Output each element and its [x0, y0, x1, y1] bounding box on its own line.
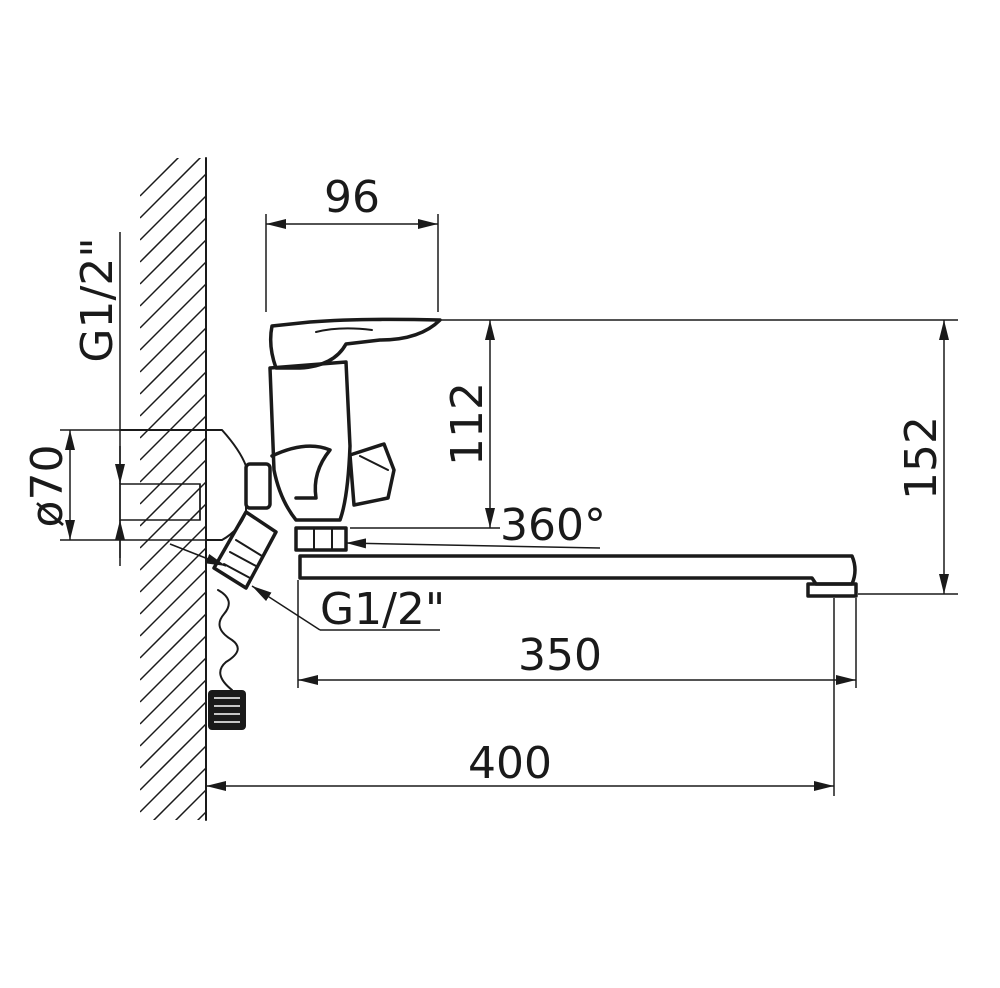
- dim-total-length-label: 400: [468, 738, 552, 789]
- dim-handle-width: 96: [265, 172, 439, 312]
- hatch-line: [140, 481, 206, 549]
- hatch-line: [140, 261, 206, 329]
- dim-total-height-label: 152: [896, 416, 947, 500]
- faucet-body: [244, 317, 442, 552]
- hose: [217, 589, 239, 691]
- hatch-line: [140, 723, 206, 791]
- hatch-line: [140, 547, 206, 615]
- outlet-thread-label: G1/2": [320, 584, 445, 635]
- hatch-line: [140, 437, 206, 505]
- hatch-line: [140, 657, 206, 725]
- dim-flange-diameter: ø70: [22, 429, 206, 541]
- hatch-line: [140, 591, 206, 659]
- hatch-line: [140, 283, 206, 351]
- hatch-line: [140, 569, 206, 637]
- body-contour: [270, 444, 332, 500]
- rotation-callout: 360°: [345, 500, 606, 551]
- hose-end-fitting: [208, 690, 246, 730]
- dim-spout-length-label: 350: [518, 630, 602, 681]
- spout: [298, 554, 858, 598]
- shower-outlet: [208, 510, 278, 730]
- swivel-joint: [294, 526, 348, 552]
- hatch-line: [140, 195, 206, 263]
- hatch-line: [140, 393, 206, 461]
- hatch-line: [140, 745, 206, 813]
- outlet-thread-callout: G1/2": [169, 543, 445, 635]
- hatch-line: [140, 349, 206, 417]
- hatch-line: [174, 789, 206, 820]
- dim-spout-length: 350: [297, 580, 857, 688]
- connector-thread: [223, 539, 263, 579]
- hatch-line: [196, 811, 206, 820]
- hatch-line: [140, 158, 180, 197]
- dim-total-length: 400: [206, 688, 835, 796]
- hatch-line: [140, 158, 202, 219]
- hatch-line: [140, 525, 206, 593]
- hatch-line: [140, 679, 206, 747]
- spout-arm: [298, 554, 857, 586]
- eccentric-pipe: [119, 483, 201, 521]
- hatch-line: [140, 371, 206, 439]
- hatch-line: [140, 305, 206, 373]
- hatch-line: [140, 878, 206, 944]
- diverter-knob: [348, 442, 396, 507]
- hatch-line: [140, 327, 206, 395]
- fitting-knurl: [214, 697, 240, 723]
- hatch-line: [140, 415, 206, 483]
- inlet-thread-label: G1/2": [72, 237, 123, 362]
- dim-handle-width-label: 96: [324, 172, 380, 223]
- hatch-line: [140, 635, 206, 703]
- hatch-line: [140, 459, 206, 527]
- dim-inlet-thread: G1/2": [72, 232, 125, 566]
- hatch-line: [140, 834, 206, 900]
- rotation-label: 360°: [500, 500, 606, 551]
- hatch-line: [140, 503, 206, 571]
- hatch-line: [140, 239, 206, 307]
- mixer-handle: [268, 317, 442, 370]
- wall: [119, 157, 207, 944]
- hatch-line: [140, 173, 206, 241]
- wall-flange: [119, 429, 247, 541]
- wall-hatching: [140, 158, 206, 944]
- dim-flange-diameter-label: ø70: [22, 445, 73, 528]
- dim-body-height-label: 112: [442, 382, 493, 466]
- aerator: [806, 582, 858, 598]
- connection-nut: [244, 462, 272, 510]
- dim-total-height: 152: [858, 320, 958, 595]
- hatch-line: [140, 856, 206, 922]
- hose-connector: [212, 510, 278, 590]
- hatch-line: [152, 767, 206, 820]
- hatch-line: [140, 217, 206, 285]
- knob-detail: [359, 455, 389, 471]
- hatch-line: [140, 613, 206, 681]
- dim-body-height: 112: [350, 319, 958, 529]
- handle-groove: [315, 327, 373, 333]
- hatch-line: [140, 701, 206, 769]
